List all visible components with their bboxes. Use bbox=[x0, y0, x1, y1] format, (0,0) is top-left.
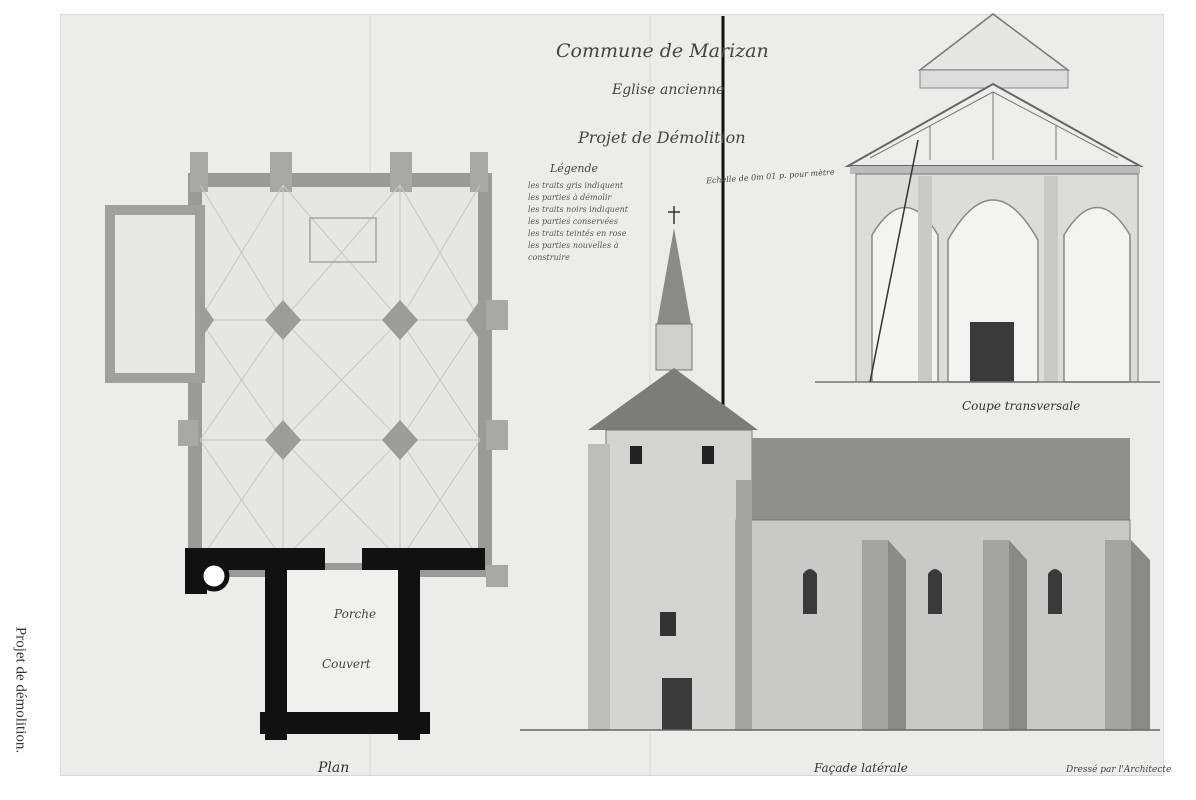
plan-annotations: Porche Couvert Plan bbox=[317, 607, 376, 776]
legend-line: les traits noirs indiquent bbox=[528, 205, 628, 214]
legend-lines: les traits gris indiquent les parties à … bbox=[528, 180, 628, 264]
title-eglise: Eglise ancienne bbox=[612, 82, 725, 98]
legend-line: les traits teintés en rose bbox=[528, 229, 627, 238]
floor-plan bbox=[105, 152, 508, 740]
facade-label: Façade latérale bbox=[813, 761, 908, 775]
plan-label-porch: Porche bbox=[333, 607, 376, 621]
legend-line: les parties conservées bbox=[528, 217, 619, 226]
section-door bbox=[970, 322, 1014, 382]
legend-heading: Légende bbox=[550, 162, 599, 175]
signature: Dressé par l'Architecte bbox=[1065, 764, 1171, 775]
legend-line: construire bbox=[528, 253, 570, 262]
title-projet: Projet de Démolition bbox=[578, 128, 746, 147]
legend-line: les parties nouvelles à bbox=[528, 241, 619, 250]
section-label: Coupe transversale bbox=[962, 399, 1080, 413]
cross-section bbox=[815, 13, 1160, 383]
nave-elevation bbox=[520, 438, 1160, 731]
facade-annotations: Façade latérale Dressé par l'Architecte bbox=[813, 761, 1171, 775]
bell-tower bbox=[588, 206, 758, 731]
plan-label-chapel: Couvert bbox=[322, 657, 371, 671]
title-commune: Commune de Marizan bbox=[556, 40, 769, 62]
plan-label: Plan bbox=[317, 760, 349, 776]
legend-line: les traits gris indiquent bbox=[528, 181, 624, 190]
legend-line: les parties à démolir bbox=[528, 193, 612, 202]
